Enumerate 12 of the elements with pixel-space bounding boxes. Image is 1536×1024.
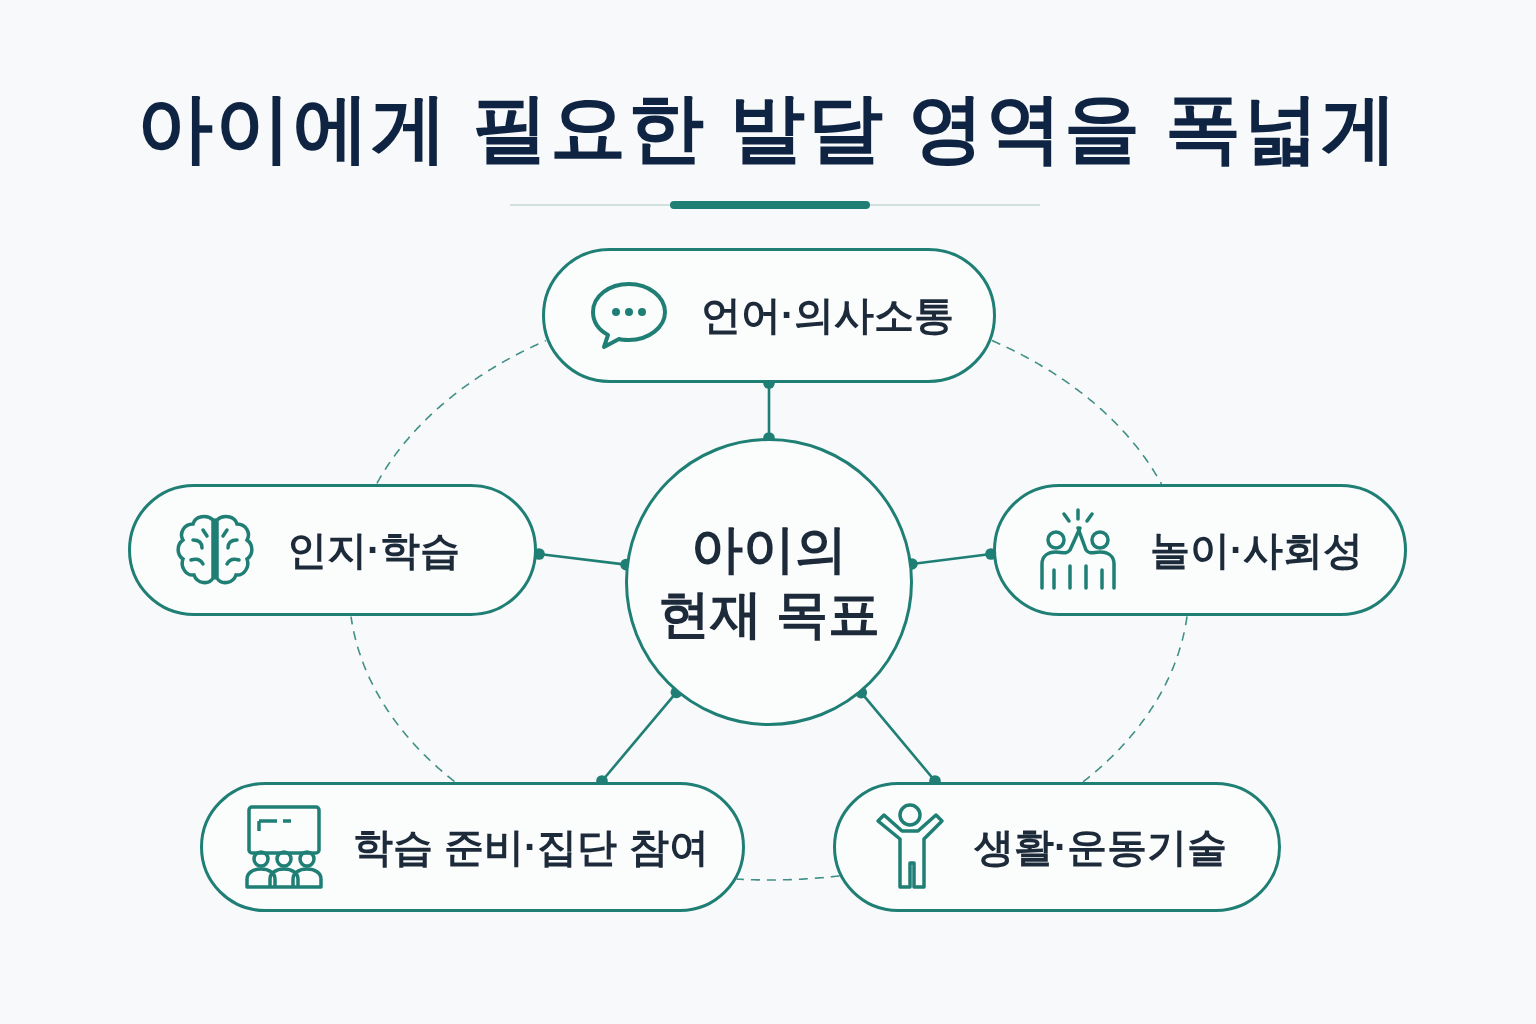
area-label: 생활·운동기술 bbox=[974, 823, 1228, 871]
area-label: 학습 준비·집단 참여 bbox=[353, 823, 709, 871]
area-label: 놀이·사회성 bbox=[1150, 526, 1364, 574]
area-label: 인지·학습 bbox=[287, 526, 461, 574]
dashed-connector bbox=[1082, 615, 1188, 783]
goal-label: 아이의 현재 목표 bbox=[656, 519, 882, 645]
title: 아이에게 필요한 발달 영역을 폭넓게 bbox=[135, 84, 1401, 172]
dashed-connector bbox=[991, 339, 1163, 485]
dashed-connector bbox=[376, 339, 547, 485]
dashed-connector bbox=[350, 615, 456, 783]
dashed-connector bbox=[735, 875, 841, 881]
area-label: 언어·의사소통 bbox=[701, 292, 955, 339]
